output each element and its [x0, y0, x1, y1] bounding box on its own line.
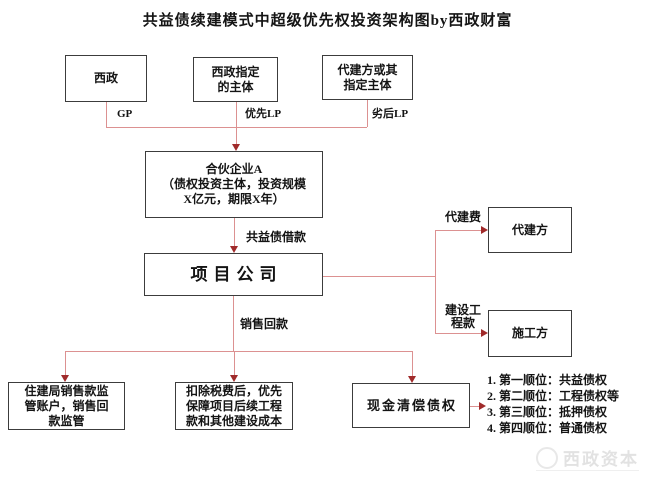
- watermark-text: 西政资本: [563, 450, 639, 469]
- connector-line: [234, 351, 235, 375]
- priority-list-item: 3. 第三顺位：抵押债权: [487, 405, 608, 419]
- node-label: X亿元，期限X年）: [183, 192, 285, 206]
- node-label: 款监管: [48, 413, 85, 428]
- node-label: （债权投资主体，投资规模: [161, 177, 306, 191]
- node-label: 扣除税费后，优先: [185, 383, 282, 398]
- connector-line: [367, 100, 368, 127]
- arrowhead-right-icon: [479, 402, 486, 410]
- arrowhead-down-icon: [230, 375, 238, 382]
- edge-label-construction-payment: 建设工 程款: [445, 304, 481, 330]
- connector-line: [106, 102, 107, 127]
- arrowhead-down-icon: [408, 376, 416, 383]
- arrowhead-right-icon: [481, 329, 488, 337]
- priority-list-item: 1. 第一顺位：共益债权: [487, 373, 608, 387]
- diagram-title: 共益债续建模式中超级优先权投资架构图by西政财富: [142, 13, 513, 29]
- priority-list-item: 2. 第二顺位：工程债权等: [487, 389, 620, 403]
- priority-list: 1. 第一顺位：共益债权 2. 第二顺位：工程债权等 3. 第三顺位：抵押债权 …: [487, 372, 619, 436]
- priority-list-item: 4. 第四顺位：普通债权: [487, 421, 608, 435]
- edge-label-junior-lp: 劣后LP: [372, 108, 409, 120]
- connector-line: [65, 351, 66, 375]
- node-label: 代建方: [511, 222, 548, 237]
- connector-line: [106, 127, 367, 128]
- edge-label-line: 建设工: [445, 303, 482, 317]
- node-regulator-account: 住建局销售款监 管账户，销售回 款监管: [8, 382, 125, 430]
- arrowhead-right-icon: [481, 226, 488, 234]
- watermark-logo-icon: [536, 446, 558, 469]
- node-label: 款和其他建设成本: [185, 413, 282, 428]
- node-label: 施工方: [511, 326, 548, 340]
- connector-line: [323, 276, 435, 277]
- node-label: 西政指定: [211, 64, 260, 79]
- connector-line: [435, 230, 481, 231]
- node-label: 代建方或其: [337, 62, 398, 77]
- node-label: 项目公司: [190, 264, 283, 284]
- node-label: 现金清偿债权: [366, 398, 457, 413]
- node-label: 合伙企业A: [205, 162, 263, 176]
- edge-label-gp: GP: [117, 108, 133, 120]
- connector-line: [233, 296, 234, 351]
- edge-label-senior-lp: 优先LP: [245, 108, 282, 120]
- watermark: 西政资本: [536, 445, 639, 471]
- edge-label-agency-fee: 代建费: [445, 210, 482, 224]
- node-xizheng-designated: 西政指定 的主体: [193, 57, 278, 102]
- connector-line: [470, 406, 480, 407]
- node-label: 西政: [93, 71, 118, 85]
- node-label: 管账户，销售回: [24, 398, 109, 413]
- node-label: 的主体: [217, 79, 254, 94]
- node-partnership: 合伙企业A （债权投资主体，投资规模 X亿元，期限X年）: [145, 151, 323, 218]
- node-label: 住建局销售款监: [24, 383, 109, 398]
- connector-line: [236, 102, 237, 145]
- node-project-company: 项目公司: [144, 253, 323, 296]
- connector-line: [412, 351, 413, 376]
- edge-label-sales-return: 销售回款: [240, 317, 289, 331]
- arrowhead-down-icon: [232, 144, 240, 151]
- connector-line: [65, 351, 412, 352]
- node-contractor: 施工方: [488, 310, 572, 357]
- node-agent-or-designated: 代建方或其 指定主体: [322, 55, 413, 100]
- node-cash-repayment: 现金清偿债权: [352, 383, 470, 428]
- node-label: 保障项目后续工程: [185, 398, 282, 413]
- connector-line: [234, 218, 235, 246]
- edge-label-line: 程款: [451, 316, 476, 330]
- node-tax-priority: 扣除税费后，优先 保障项目后续工程 款和其他建设成本: [175, 382, 293, 430]
- connector-line: [435, 333, 481, 334]
- node-agent: 代建方: [488, 207, 572, 253]
- edge-label-loan: 共益债借款: [246, 230, 307, 244]
- arrowhead-down-icon: [61, 375, 69, 382]
- node-xizheng: 西政: [65, 55, 147, 102]
- connector-line: [435, 230, 436, 333]
- arrowhead-down-icon: [230, 246, 238, 253]
- node-label: 指定主体: [343, 77, 392, 92]
